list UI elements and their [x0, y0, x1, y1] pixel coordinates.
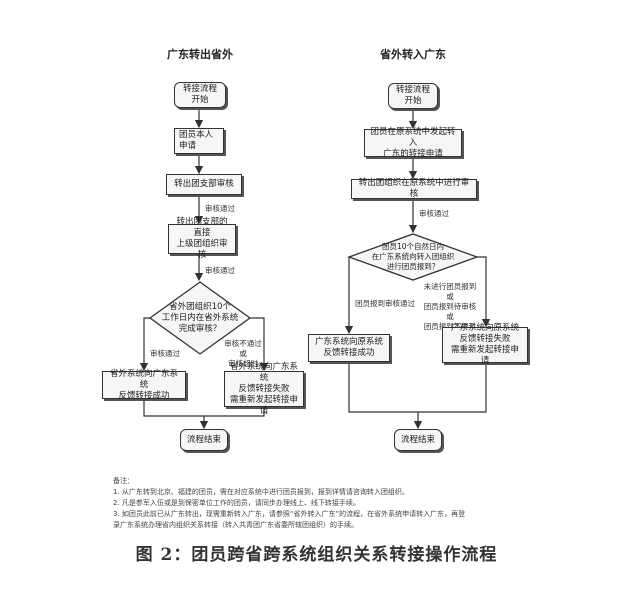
right-fail-node: 广东系统向原系统 反馈转接失败 需重新发起转接申请 [442, 323, 528, 366]
right-apply-node: 团员在原系统中发起转入 广东的转接申请 [364, 127, 462, 159]
left-decision-text: 省外团组织10个 工作日内在省外系统 完成审核？ [161, 301, 239, 334]
left-end-node: 流程结束 [180, 429, 228, 451]
right-no-label: 未进行团员报到 或 团员报到待审核 或 团员报到不通过 [423, 282, 477, 331]
notes-line-2: 2. 凡是参军入伍或是到保密单位工作的团员，请同步办理线上、线下转接手续。 [113, 499, 360, 507]
right-arrow-success-end [348, 362, 423, 430]
right-success-node: 广东系统向原系统 反馈转接成功 [308, 334, 390, 362]
left-pass-label-2: 审核通过 [205, 266, 235, 275]
left-fail-node: 省外系统向广东系统 反馈转接失败 需重新发起转接申请 [224, 362, 304, 416]
right-decision-text: 团员10个自然日内 在广东系统向转入团组织 进行团员报到？ [371, 242, 455, 271]
left-pass-label-1: 审核通过 [205, 204, 235, 213]
right-start-node: 转接流程 开始 [388, 83, 438, 109]
left-decision-diamond [148, 281, 252, 355]
right-review-node: 转出团组织在原系统中进行审核 [351, 178, 477, 199]
left-branch-review-node: 转出团支部审核 [166, 174, 242, 195]
right-yes-label: 团员报到审核通过 [355, 299, 415, 308]
notes-line-1: 1. 从广东转到北京、福建的团员，需在对应系统中进行团员报到，报到详情请咨询转入… [113, 488, 409, 496]
notes-line-3: 3. 如团员此前已从广东转出，现需重新转入广东，请参照“省外转入广东”的流程，在… [113, 510, 466, 518]
left-yes-label: 审核通过 [150, 349, 180, 358]
notes-line-4: 录广东系统办理省内组织关系转接（转入共青团广东省委所辖团组织）的手续。 [113, 521, 358, 529]
left-no-label: 审核不通过 或 审核超时 [224, 339, 262, 368]
left-arrow-decision-fail [250, 317, 269, 372]
notes-heading: 备注： [113, 477, 134, 485]
left-arrow-decision-success [139, 317, 150, 372]
left-arrow-success-end [143, 398, 209, 430]
right-arrow-fail-end [418, 362, 487, 413]
left-flow-title: 广东转出省外 [167, 48, 233, 61]
left-apply-node: 团员本人 申请 [174, 128, 224, 154]
left-success-node: 省外系统向广东系统 反馈转接成功 [102, 369, 186, 401]
figure-caption: 图 2：团员跨省跨系统组织关系转接操作流程 [135, 545, 498, 565]
left-upper-review-node: 转出团支部的直接 上级团组织审核 [168, 217, 236, 260]
right-end-node: 流程结束 [394, 429, 442, 451]
right-pass-label: 审核通过 [419, 209, 449, 218]
notes-block: 备注： 1. 从广东转到北京、福建的团员，需在对应系统中进行团员报到，报到详情请… [113, 476, 533, 531]
right-flow-title: 省外转入广东 [380, 48, 446, 61]
right-decision-diamond [347, 233, 479, 281]
left-start-node: 转接流程 开始 [174, 82, 226, 108]
right-arrow-decision-fail [477, 256, 491, 328]
left-arrow-fail-end [204, 406, 265, 417]
